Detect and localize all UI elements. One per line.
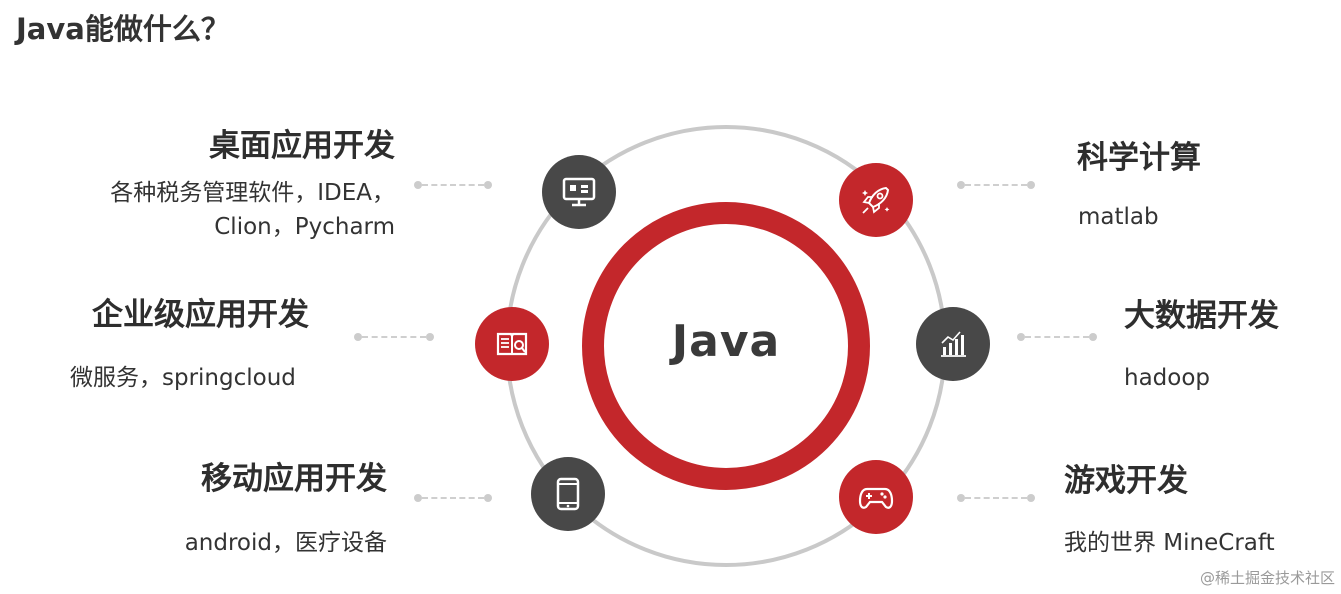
mobile-node [531, 457, 605, 531]
science-desc: matlab [1078, 204, 1159, 230]
desktop-node [542, 155, 616, 229]
connector-dot [414, 181, 422, 189]
connector-line-bigdata [1025, 336, 1089, 338]
connector-dot [1017, 333, 1025, 341]
connector-line-enterprise [362, 336, 426, 338]
connector-dot [957, 494, 965, 502]
desktop-monitor-icon [562, 177, 596, 207]
connector-line-game [965, 497, 1027, 499]
connector-dot [426, 333, 434, 341]
bigdata-desc: hadoop [1124, 365, 1211, 391]
game-desc: 我的世界 MineCraft [1064, 530, 1275, 556]
mobile-title: 移动应用开发 [201, 461, 387, 497]
page-title: Java能做什么？ [16, 12, 230, 46]
connector-dot [484, 494, 492, 502]
rocket-icon [862, 186, 890, 214]
center-java-label: Java [671, 316, 781, 367]
enterprise-node [475, 307, 549, 381]
desktop-desc-line2: Clion，Pycharm [214, 214, 395, 240]
gamepad-icon [858, 487, 894, 509]
desktop-title: 桌面应用开发 [209, 128, 395, 164]
science-title: 科学计算 [1077, 140, 1201, 176]
document-search-icon [496, 332, 528, 356]
science-node [839, 163, 913, 237]
bigdata-title: 大数据开发 [1124, 298, 1279, 334]
game-node [839, 460, 913, 534]
bar-chart-icon [941, 331, 966, 357]
connector-dot [1027, 181, 1035, 189]
connector-line-mobile [422, 497, 484, 499]
connector-dot [354, 333, 362, 341]
connector-dot [414, 494, 422, 502]
game-title: 游戏开发 [1064, 463, 1188, 499]
watermark: @稀土掘金技术社区 [1199, 569, 1335, 587]
connector-dot [1027, 494, 1035, 502]
desktop-desc-line1: 各种税务管理软件，IDEA， [110, 180, 395, 206]
enterprise-title: 企业级应用开发 [92, 297, 309, 333]
connector-dot [1089, 333, 1097, 341]
mobile-desc: android，医疗设备 [184, 530, 387, 556]
tablet-icon [556, 477, 580, 511]
inner-red-ring [582, 202, 870, 490]
connector-dot [957, 181, 965, 189]
connector-line-science [965, 184, 1027, 186]
connector-line-desktop [422, 184, 484, 186]
bigdata-node [916, 307, 990, 381]
connector-dot [484, 181, 492, 189]
enterprise-desc: 微服务，springcloud [70, 365, 296, 391]
